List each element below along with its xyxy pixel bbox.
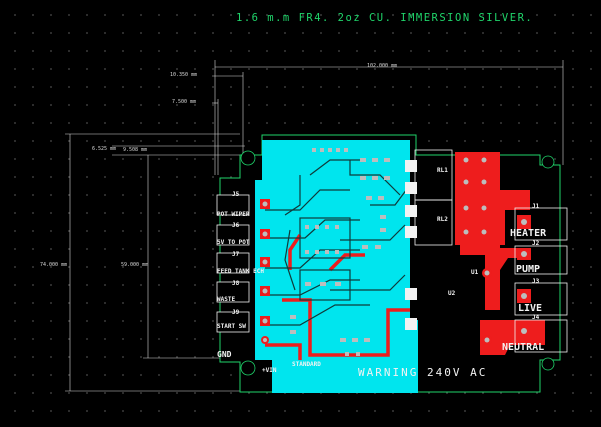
label-heater: HEATER [510, 228, 547, 239]
label-pot-wiper: POT WIPER [217, 211, 250, 218]
label-standard: STANDARD [292, 361, 321, 368]
relay-pads [405, 157, 492, 345]
label-start-sw: START SW [217, 323, 246, 330]
label-waste: WASTE [217, 296, 236, 303]
label-j3: J3 [532, 278, 540, 285]
top-copper-pour [255, 140, 418, 393]
label-j5: J5 [232, 191, 240, 198]
dimension-lines [65, 60, 564, 392]
label-5v-to-pot: 5V TO POT [217, 239, 250, 246]
right-connector-outlines [514, 207, 568, 353]
label-j4: J4 [532, 314, 540, 321]
left-connector-pads [216, 194, 270, 344]
dim-height-total: 74.000 mm [40, 262, 68, 268]
label-j8: J8 [232, 280, 240, 287]
smd-components [290, 148, 390, 356]
label-u1: U1 [471, 269, 479, 276]
label-rl2: RL2 [437, 216, 448, 223]
dim-height-inner: 59.000 mm [121, 262, 149, 268]
label-j2: J2 [532, 240, 540, 247]
label-vin: +VIN [262, 367, 277, 374]
label-j6: J6 [232, 222, 240, 229]
label-live: LIVE [518, 303, 543, 314]
label-feed-tank: FEED TANK ECH [217, 268, 264, 275]
relay-outlines [414, 149, 453, 246]
label-u2: U2 [448, 290, 456, 297]
label-pump: PUMP [516, 264, 541, 275]
right-connector-pads [517, 215, 531, 338]
label-rl1: RL1 [437, 167, 448, 174]
warning-label: WARNING 240V AC [358, 366, 488, 379]
dim-offset-c: 6.525 mm [92, 146, 117, 152]
label-j1: J1 [532, 203, 540, 210]
fabrication-note: 1.6 m.m FR4. 2oz CU. IMMERSION SILVER. [236, 12, 534, 24]
dim-offset-b: 7.500 mm [172, 99, 197, 105]
dim-width-total: 102.000 mm [367, 63, 398, 69]
label-gnd: GND [217, 350, 232, 359]
label-j9: J9 [232, 309, 240, 316]
dim-offset-d: 9.508 mm [123, 147, 148, 153]
dim-offset-a: 10.350 mm [170, 72, 198, 78]
label-neutral: NEUTRAL [502, 342, 545, 353]
label-j7: J7 [232, 251, 240, 258]
